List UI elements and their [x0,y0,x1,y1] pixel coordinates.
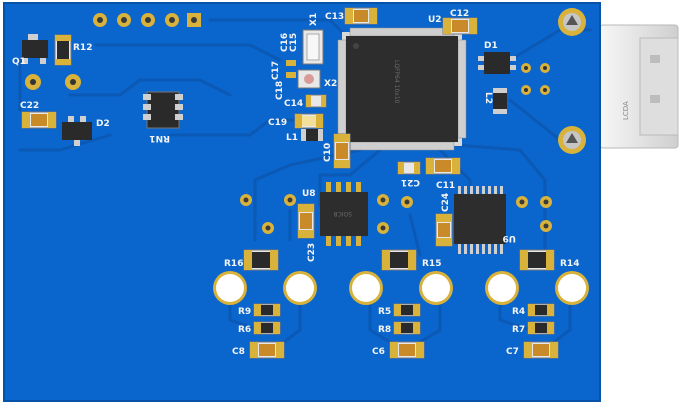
pin-header [93,13,201,27]
inductor-l1: L1 [286,129,323,143]
inductor-l2: L2 [483,88,507,114]
crystal-x1: X1 [302,13,324,65]
resistor-r15: R15 [381,249,441,271]
resistor-r8: R8 [378,321,421,335]
capacitor-c10: C10 [323,133,351,169]
mcu-u2: LQFP64 10x10 U2 [337,15,467,151]
label-c21: C21 [401,177,420,187]
label-x1: X1 [309,13,319,26]
via-holes [243,197,549,231]
label-c7: C7 [506,347,519,357]
resistor-r7: R7 [512,321,555,335]
capacitor-c8: C8 [232,341,285,359]
label-c8: C8 [232,347,245,357]
capacitor-c14: C14 [284,94,327,109]
capacitor-c21: C21 [397,161,421,187]
capacitor-c7: C7 [506,341,559,359]
label-c18: C18 [275,81,285,100]
resistor-network-rn1: RN1 [143,91,183,143]
label-c11: C11 [436,181,455,191]
diode-d1: D1 [478,41,516,74]
label-r8: R8 [378,325,391,335]
label-c19: C19 [268,118,287,128]
capacitor-c19: C19 [268,113,324,129]
label-x2: X2 [324,79,337,89]
label-c17: C17 [271,61,281,80]
label-u8: U8 [302,189,316,199]
resistor-r6: R6 [238,321,281,335]
label-d2: D2 [96,119,110,129]
capacitor-c23: C23 [297,203,317,262]
copper-traces [18,18,592,347]
label-c15: C15 [289,33,299,52]
capacitors-c15-c18: C15 C16 C17 C18 [271,33,299,100]
label-c10: C10 [323,143,333,162]
label-r12: R12 [73,43,92,53]
capacitor-c22: C22 [20,101,57,129]
connector-marking: LCDA [622,101,630,120]
resistor-r12: R12 [54,34,92,66]
resistor-r5: R5 [378,303,421,317]
label-c23: C23 [307,243,317,262]
capacitor-c11: C11 [425,157,461,191]
ic-u8: SOIC8 U8 [302,182,368,246]
label-c6: C6 [372,347,385,357]
ic-u9: U9 [454,186,516,254]
usb-connector: LCDA [599,24,679,149]
isp-pads [521,63,550,95]
capacitor-c24: C24 [435,193,453,247]
label-r5: R5 [378,307,391,317]
label-r7: R7 [512,325,525,335]
capacitor-c13: C13 [325,7,378,25]
label-c14: C14 [284,99,303,109]
label-r14: R14 [560,259,579,269]
crystal-x2: X2 [297,69,337,89]
capacitor-c6: C6 [372,341,425,359]
label-u2: U2 [428,15,442,25]
mounting-holes [558,8,586,154]
resistor-r16: R16 [224,249,279,271]
label-r6: R6 [238,325,251,335]
label-r15: R15 [422,259,441,269]
label-r16: R16 [224,259,243,269]
mcu-marking: LQFP64 10x10 [393,60,400,104]
label-rn1: RN1 [149,133,170,143]
label-r9: R9 [238,307,251,317]
label-c16: C16 [280,33,290,52]
label-l1: L1 [286,133,298,143]
label-u9: U9 [502,233,516,243]
label-d1: D1 [484,41,498,51]
soic-marking: SOIC8 [334,210,352,217]
label-l2: L2 [483,92,493,104]
label-c12: C12 [450,9,469,19]
capacitor-c12: C12 [442,9,478,35]
resistor-r4: R4 [512,303,555,317]
label-c24: C24 [441,193,451,212]
label-q1: Q1 [12,57,26,67]
diode-d2: D2 [62,116,110,146]
label-c22: C22 [20,101,39,111]
pcb-board [3,2,601,402]
resistor-r9: R9 [238,303,281,317]
test-pads-left [25,74,81,90]
label-c13: C13 [325,12,344,22]
transistor-q1: Q1 [12,34,48,67]
large-pads [213,271,589,305]
label-r4: R4 [512,307,525,317]
resistor-r14: R14 [519,249,579,271]
